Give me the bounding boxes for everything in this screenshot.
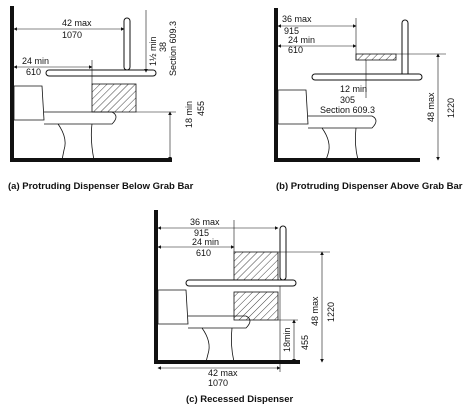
panel-a-dim-42max: 42 max <box>62 18 92 28</box>
panel-c-toilet <box>157 289 251 363</box>
panel-b-caption: (b) Protruding Dispenser Above Grab Bar <box>276 181 463 192</box>
panel-a-dim-section: Section 609.3 <box>168 21 178 76</box>
panel-b-dim-305: 305 <box>340 95 355 105</box>
panel-c-dim-48max: 48 max <box>310 296 320 326</box>
panel-c: 36 max 915 24 min 610 48 max 1220 18min … <box>154 210 336 405</box>
panel-b-dim-24min: 24 min <box>288 35 315 45</box>
panel-b-dim-610: 610 <box>288 45 303 55</box>
panel-a-dim-18min: 18 min <box>184 101 194 128</box>
panel-b-dim-36max: 36 max <box>282 14 312 24</box>
panel-c-dim-18min: 18min <box>282 327 292 352</box>
panel-c-dim-24min: 24 min <box>192 237 219 247</box>
panel-b-dim-1220: 1220 <box>446 98 456 118</box>
panel-a-dispenser <box>91 83 137 113</box>
panel-b-dim-915: 915 <box>284 26 299 36</box>
panel-a: 42 max 1070 24 min 610 1½ min 38 Section… <box>8 6 206 192</box>
panel-c-dispenser-upper <box>233 251 279 281</box>
panel-a-dim-1half: 1½ min <box>148 36 158 66</box>
panel-c-dim-610: 610 <box>196 248 211 258</box>
panel-c-dispenser-lower <box>233 291 279 321</box>
panel-b-dispenser <box>355 53 397 61</box>
panel-b-dim-48max: 48 max <box>426 92 436 122</box>
panel-c-dim-455: 455 <box>300 335 310 350</box>
panel-a-vertical-grab-bar <box>123 17 131 71</box>
panel-c-dim-36max: 36 max <box>190 217 220 227</box>
panel-b-toilet <box>277 89 377 161</box>
panel-c-caption: (c) Recessed Dispenser <box>186 394 293 405</box>
panel-c-dim-1220: 1220 <box>326 302 336 322</box>
panel-c-dim-42max: 42 max <box>208 368 238 378</box>
panel-a-dim-24min: 24 min <box>22 56 49 66</box>
panel-a-dim-455: 455 <box>196 101 206 116</box>
panel-a-horizontal-grab-bar <box>45 69 157 77</box>
panel-c-dim-1070: 1070 <box>208 378 228 388</box>
panel-b-dim-12min: 12 min <box>340 84 367 94</box>
panel-a-toilet <box>13 85 117 161</box>
panel-b-dim-section: Section 609.3 <box>320 105 375 115</box>
panel-b-horizontal-grab-bar <box>311 73 423 81</box>
panel-c-dim-915: 915 <box>194 228 209 238</box>
panel-a-dim-610: 610 <box>26 67 41 77</box>
panel-b-vertical-grab-bar <box>401 19 409 79</box>
panel-a-dim-38: 38 <box>158 42 168 52</box>
panel-a-caption: (a) Protruding Dispenser Below Grab Bar <box>8 181 194 192</box>
panel-c-vertical-grab-bar <box>279 225 287 281</box>
panel-a-dim-1070: 1070 <box>62 30 82 40</box>
panel-b: 36 max 915 24 min 610 12 min 305 Section… <box>274 8 463 192</box>
panel-c-horizontal-grab-bar <box>185 279 297 287</box>
